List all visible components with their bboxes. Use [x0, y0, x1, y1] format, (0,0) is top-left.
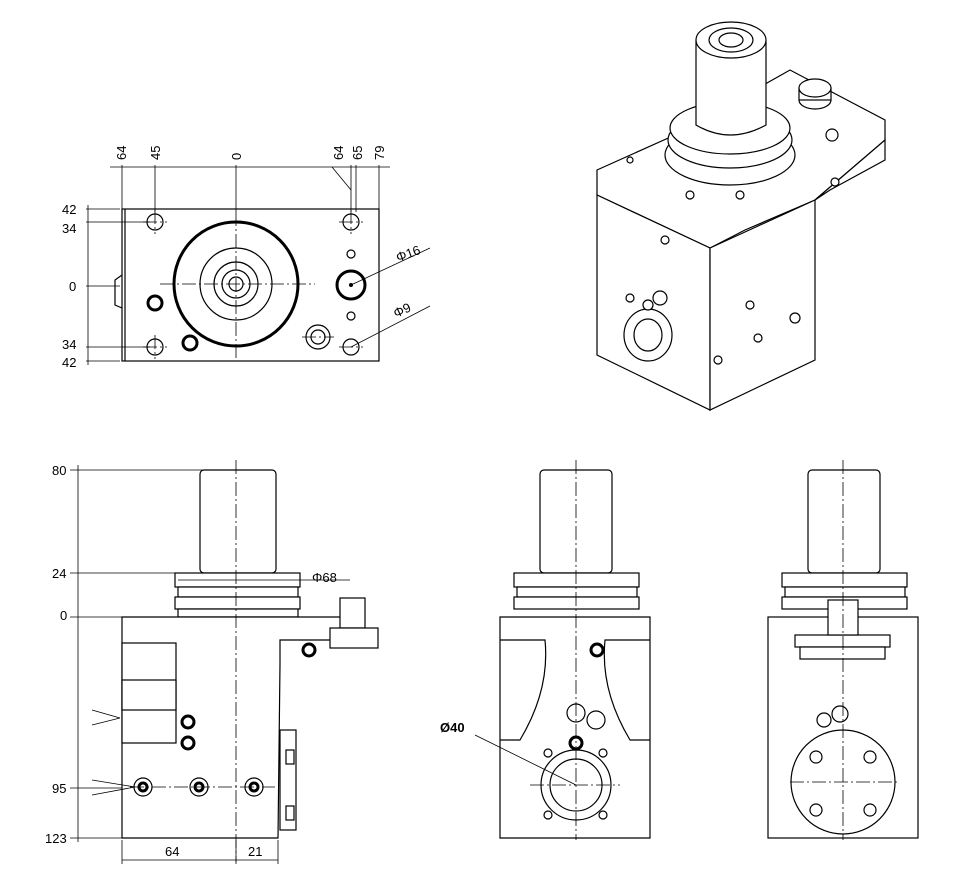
front-dim-95: 95	[52, 781, 66, 796]
left-dim-34b: 34	[62, 337, 76, 352]
left-dim-34a: 34	[62, 221, 76, 236]
top-dim-65: 65	[350, 146, 365, 160]
isometric-view	[596, 21, 886, 411]
top-view: 64 45 0 64 65 79 42 34 0 34 42	[62, 146, 431, 370]
left-dim-0: 0	[69, 279, 76, 294]
top-dim-0: 0	[229, 153, 244, 160]
top-dim-64b: 64	[331, 146, 346, 160]
front-diameter-68: Φ68	[312, 570, 337, 585]
side-diameter-40: Ø40	[440, 720, 465, 735]
front-dim-123: 123	[45, 831, 67, 846]
callout-phi9: Φ9	[391, 300, 413, 321]
hole-phi16	[335, 269, 367, 301]
top-dim-45: 45	[148, 146, 163, 160]
top-dim-64a: 64	[114, 146, 129, 160]
front-dim-64: 64	[165, 844, 179, 859]
front-dim-0: 0	[60, 608, 67, 623]
left-dim-42b: 42	[62, 355, 76, 370]
front-view: 80 24 0 95 123 Φ68	[45, 460, 379, 864]
left-dim-42a: 42	[62, 202, 76, 217]
front-dim-80: 80	[52, 463, 66, 478]
side-view: Ø40	[440, 460, 651, 840]
top-dim-79: 79	[372, 146, 387, 160]
rear-view	[767, 460, 919, 840]
front-dim-21: 21	[248, 844, 262, 859]
front-dim-24: 24	[52, 566, 66, 581]
callout-phi16: Φ16	[394, 242, 422, 265]
